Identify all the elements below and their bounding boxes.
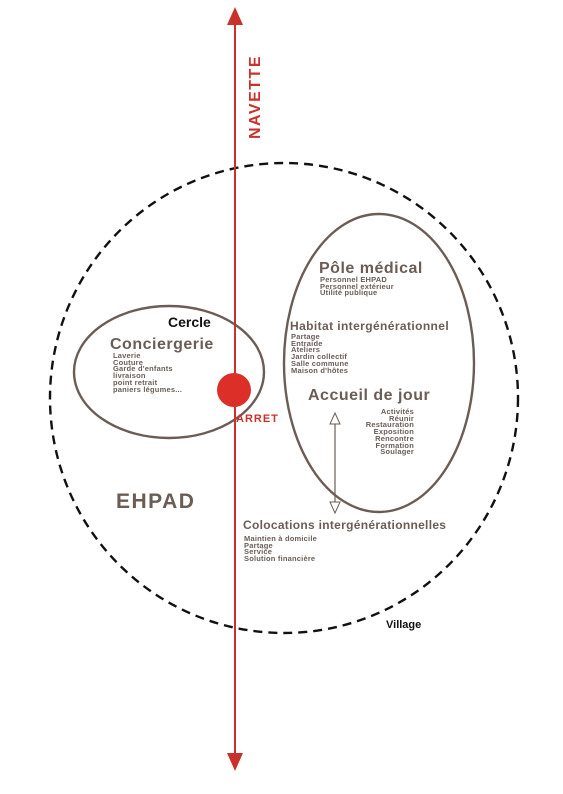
list-item: livraison: [113, 371, 146, 381]
list-item: Maison d'hôtes: [291, 365, 349, 375]
colocations-list: Maintien à domicile Partage Service Solu…: [244, 534, 317, 564]
list-item: Garde d'enfants: [113, 364, 173, 374]
accueil-list: Activités Réunir Restauration Exposition…: [360, 407, 414, 457]
list-item: Ateliers: [291, 345, 321, 355]
list-item: Laverie: [113, 351, 141, 360]
connector-arrow-head-top: [329, 411, 341, 425]
list-item: Exposition: [373, 427, 414, 437]
list-item: Jardin collectif: [291, 352, 348, 362]
list-item: Entraide: [291, 338, 323, 348]
ehpad-label: EHPAD: [116, 490, 196, 513]
list-item: Réunir: [389, 413, 414, 423]
list-item: Partage: [244, 540, 273, 550]
list-item: Service: [244, 547, 273, 557]
list-item: Salle commune: [291, 358, 349, 368]
list-item: Restauration: [365, 420, 414, 430]
list-item: paniers légumes...: [113, 384, 183, 394]
arret-label: ARRET: [236, 413, 279, 425]
habitat-list: Partage Entraide Ateliers Jardin collect…: [291, 332, 349, 375]
colocations-title: Colocations intergénérationnelles: [243, 518, 447, 532]
list-item: point retrait: [113, 377, 158, 387]
pole-medical-list: Personnel EHPAD Personnel extérieur Util…: [320, 275, 394, 298]
connector-arrow-head-bottom: [329, 501, 341, 515]
list-item: Activités: [380, 407, 414, 416]
list-item: Couture: [113, 357, 144, 367]
cercle-ellipse: [72, 304, 266, 440]
list-item: Solution financière: [244, 554, 316, 564]
conciergerie-title: Conciergerie: [110, 336, 214, 353]
navette-arrow-bottom: [227, 753, 243, 771]
accueil-title: Accueil de jour: [308, 387, 431, 404]
list-item: Personnel EHPAD: [320, 275, 388, 284]
pole-medical-title: Pôle médical: [319, 260, 423, 277]
cercle-label: Cercle: [168, 314, 211, 330]
arret-dot: [217, 373, 251, 407]
list-item: Soulager: [380, 447, 414, 457]
list-item: Rencontre: [375, 433, 414, 443]
habitat-title: Habitat intergénérationnel: [290, 319, 450, 333]
list-item: Maintien à domicile: [244, 534, 317, 543]
village-circle: [48, 161, 520, 635]
village-label: Village: [386, 619, 422, 631]
conciergerie-list: Laverie Couture Garde d'enfants livraiso…: [113, 351, 183, 394]
list-item: Utilité publique: [320, 288, 378, 298]
list-item: Formation: [375, 440, 414, 450]
pole-ellipse: [282, 212, 476, 514]
navette-label: NAVETTE: [247, 55, 264, 139]
list-item: Personnel extérieur: [320, 281, 394, 291]
list-item: Partage: [291, 332, 320, 341]
navette-arrow-top: [227, 7, 243, 25]
